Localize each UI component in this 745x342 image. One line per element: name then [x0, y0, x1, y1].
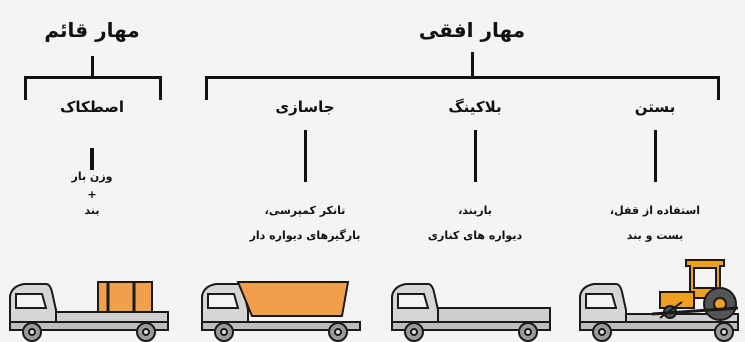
lashing-stem [654, 130, 657, 182]
friction-desc-2: + [87, 188, 97, 201]
flatbed-truck-illustration [391, 283, 551, 342]
truck-crate-illustration [9, 281, 169, 342]
embedding-title: جاسازی [275, 98, 335, 116]
vertical-stem [91, 56, 94, 78]
lashing-desc-1: استفاده از قفل، [609, 204, 701, 217]
blocking-desc-1: باربند، [458, 204, 492, 217]
tractor-truck-illustration [579, 259, 739, 342]
vertical-restraint-title: مهار قائم [44, 18, 140, 42]
embedding-desc-1: تانکر کمپرسی، [264, 204, 346, 217]
vertical-bracket [24, 76, 162, 79]
vertical-bracket-right [159, 76, 162, 100]
blocking-title: بلاکینگ [448, 98, 502, 116]
friction-desc-1: وزن بار [71, 170, 113, 183]
horizontal-bracket [205, 76, 720, 79]
dump-body-icon [236, 281, 350, 317]
embedding-desc-2: بارگیرهای دیواره دار [249, 229, 361, 242]
horizontal-bracket-left [205, 76, 208, 100]
blocking-desc-2: دیواره های کناری [427, 229, 523, 242]
lashing-title: بستن [634, 98, 676, 116]
friction-desc-3: بند [84, 204, 100, 217]
blocking-stem [474, 130, 477, 182]
crate-icon [97, 281, 153, 313]
horizontal-bracket-right [717, 76, 720, 100]
friction-title: اصطکاک [60, 98, 124, 116]
embedding-stem [304, 130, 307, 182]
lashing-desc-2: بست و بند [626, 229, 684, 242]
vertical-bracket-left [24, 76, 27, 100]
horizontal-restraint-title: مهار افقی [418, 18, 526, 42]
tractor-icon [651, 259, 739, 321]
horizontal-stem [471, 52, 474, 78]
friction-stem [90, 148, 94, 170]
dump-truck-illustration [201, 281, 361, 342]
